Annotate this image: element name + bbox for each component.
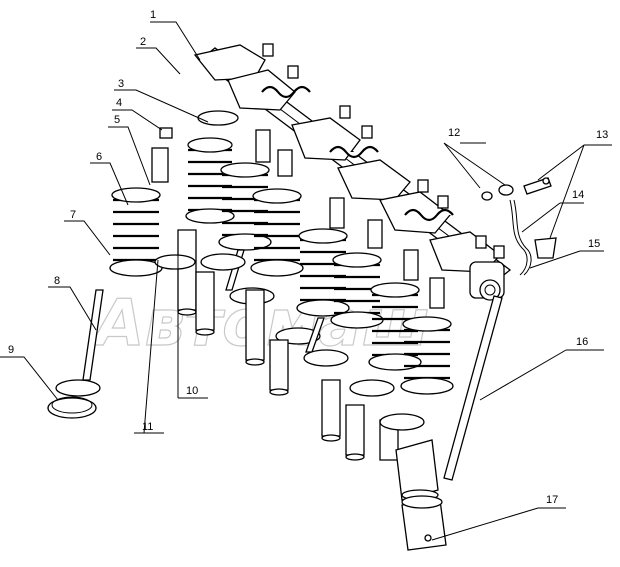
callout-13: 13 [596,129,608,141]
valve-unit-7 [349,249,422,461]
callout-2: 2 [140,36,146,48]
callout-1: 1 [150,9,156,21]
callout-15: 15 [588,238,600,250]
callout-11: 11 [142,421,153,433]
valve-unit-8 [379,277,454,501]
callout-5: 5 [114,114,120,126]
callout-4: 4 [116,97,122,109]
valve-unit-5 [296,197,350,442]
callout-17: 17 [546,494,558,506]
callout-10: 10 [186,385,198,397]
callout-8: 8 [54,275,60,287]
leader-lines [0,21,612,541]
tappet [401,495,447,551]
callout-12: 12 [448,127,460,139]
valve-unit-6 [330,219,384,461]
callout-9: 9 [8,344,14,356]
callout-16: 16 [576,336,588,348]
valve-unit-3 [195,129,275,336]
callout-3: 3 [118,78,124,90]
callout-7: 7 [70,209,76,221]
callout-14: 14 [572,189,584,201]
valve-assemblies [47,110,454,501]
valve-unit-1 [47,147,169,419]
callout-6: 6 [96,151,102,163]
oil-supply-fittings [481,177,557,276]
rocker-arm-assembly [193,43,512,301]
push-rod [443,295,503,481]
valve-unit-4 [245,149,321,396]
callout-labels: 1 2 3 4 5 6 7 8 9 10 11 12 13 14 15 16 1… [8,9,608,506]
